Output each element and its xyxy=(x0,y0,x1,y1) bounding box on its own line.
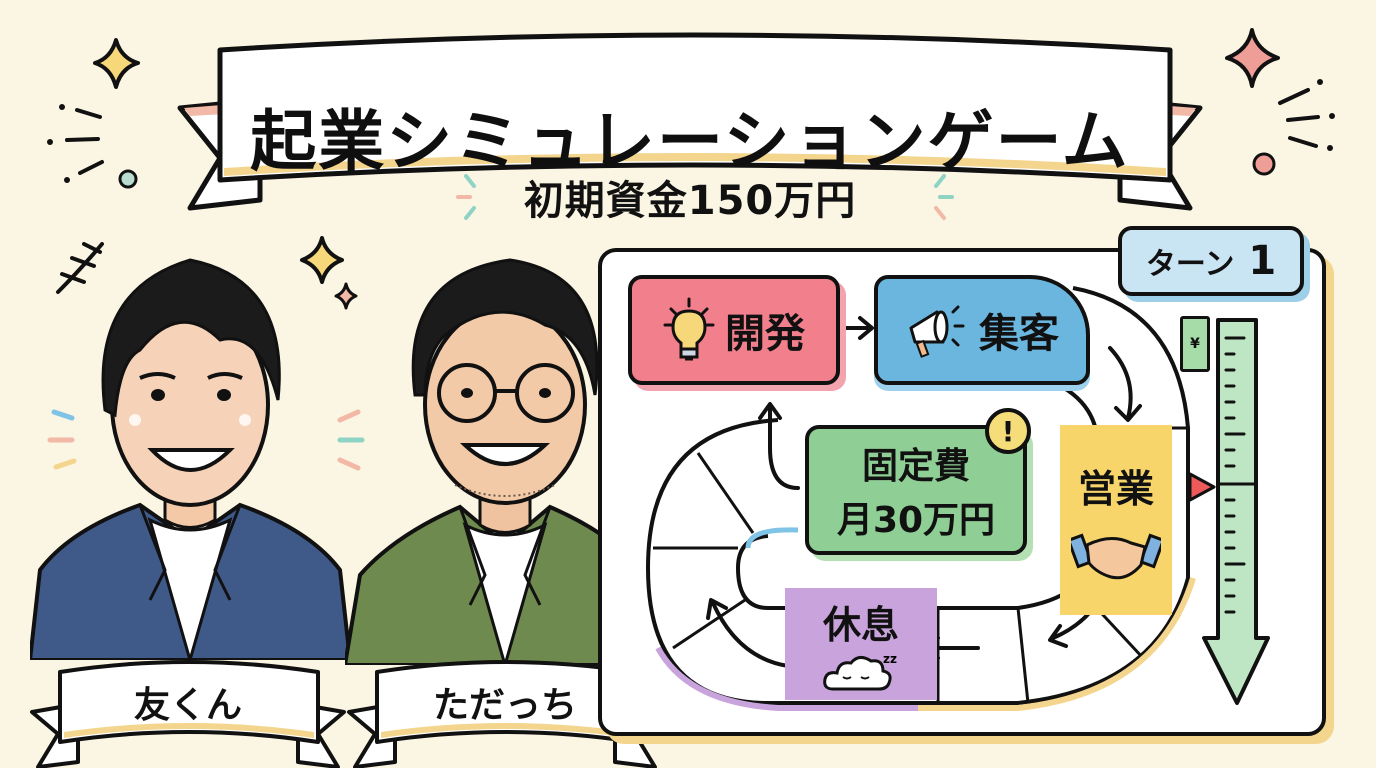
sparkle-icon xyxy=(334,282,358,310)
board-track xyxy=(645,286,1196,711)
turn-number: 1 xyxy=(1248,238,1277,284)
initial-funds-label: 初期資金150万円 xyxy=(523,178,857,224)
dot-decoration xyxy=(118,169,138,189)
name-ribbon-tomokun: 友くん xyxy=(28,652,348,768)
character-tadatchi-illustration xyxy=(345,258,658,665)
title-banner: 起業シミュレーションゲーム xyxy=(170,30,1210,220)
tile-rest[interactable]: 休息 zz xyxy=(785,588,937,700)
tile-label: 開発 xyxy=(725,311,805,357)
fixed-cost-amount: 月30万円 xyxy=(836,500,996,541)
scribble-decoration xyxy=(56,242,104,294)
tile-fixed-cost[interactable]: 固定費 月30万円 xyxy=(805,425,1027,555)
sparkle-icon xyxy=(93,38,140,89)
sparkle-icon xyxy=(300,236,344,284)
tile-label: 営業 xyxy=(1077,466,1154,511)
tile-label: 休息 xyxy=(822,602,899,647)
megaphone-icon xyxy=(909,305,965,358)
sleeping-cloud-icon: zz xyxy=(823,652,897,690)
character-tomokun-illustration xyxy=(30,258,350,660)
sparkle-icon xyxy=(1225,28,1280,88)
page-title: 起業シミュレーションゲーム xyxy=(250,103,1130,180)
burst-lines-left xyxy=(65,108,104,175)
tile-sales[interactable]: 営業 xyxy=(1060,425,1172,615)
tile-marketing[interactable]: 集客 xyxy=(874,275,1090,385)
gauge-marker-icon xyxy=(1188,472,1216,502)
character-name: 友くん xyxy=(133,685,242,726)
svg-text:zz: zz xyxy=(883,652,897,666)
ribbon-shape xyxy=(177,32,1203,211)
dot-decoration xyxy=(1252,152,1276,176)
tile-development[interactable]: 開発 xyxy=(628,275,840,385)
handshake-icon xyxy=(1071,533,1161,579)
money-icon: ¥ xyxy=(1180,316,1210,372)
character-name: ただっち xyxy=(432,685,577,726)
fixed-cost-title: 固定費 xyxy=(861,446,970,487)
turn-label: ターン xyxy=(1145,247,1235,282)
name-ribbon-tadatchi: ただっち xyxy=(345,652,665,768)
lightbulb-icon xyxy=(663,297,715,361)
tile-label: 集客 xyxy=(979,311,1059,357)
arrow-marketing-to-sales xyxy=(1108,346,1133,420)
warning-icon: ! xyxy=(985,408,1031,454)
turn-indicator: ターン 1 xyxy=(1118,226,1304,296)
funds-gauge xyxy=(1202,318,1270,705)
